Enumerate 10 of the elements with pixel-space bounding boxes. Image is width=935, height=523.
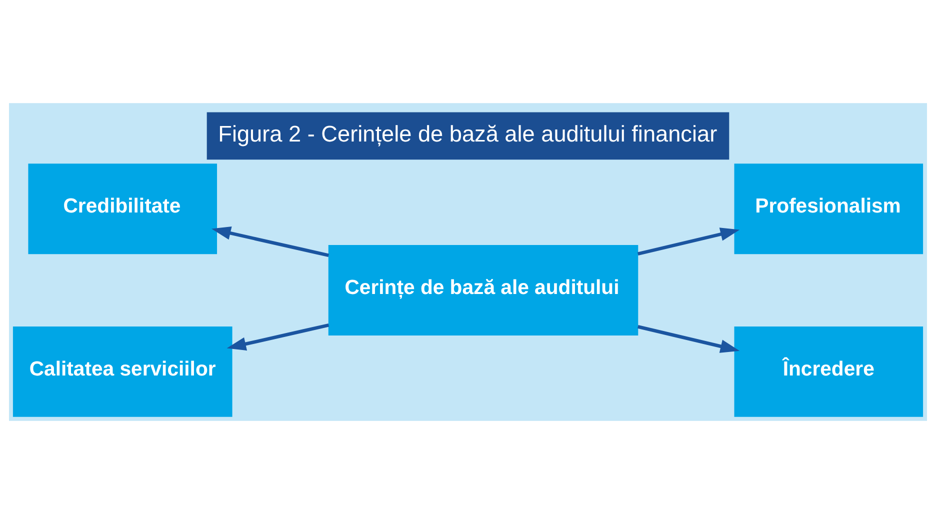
diagram-title: Figura 2 - Cerințele de bază ale auditului financiar <box>218 121 717 146</box>
node-box: Profesionalism <box>734 163 923 254</box>
node-box: Cerințe de bază ale auditului <box>328 244 638 335</box>
arrow <box>211 226 329 257</box>
node-box: Credibilitate <box>28 163 217 254</box>
arrow <box>637 324 740 352</box>
node-box: Calitatea serviciilor <box>12 326 232 416</box>
arrow <box>226 322 329 350</box>
arrow <box>637 227 740 255</box>
node-box: Încredere <box>734 326 923 416</box>
